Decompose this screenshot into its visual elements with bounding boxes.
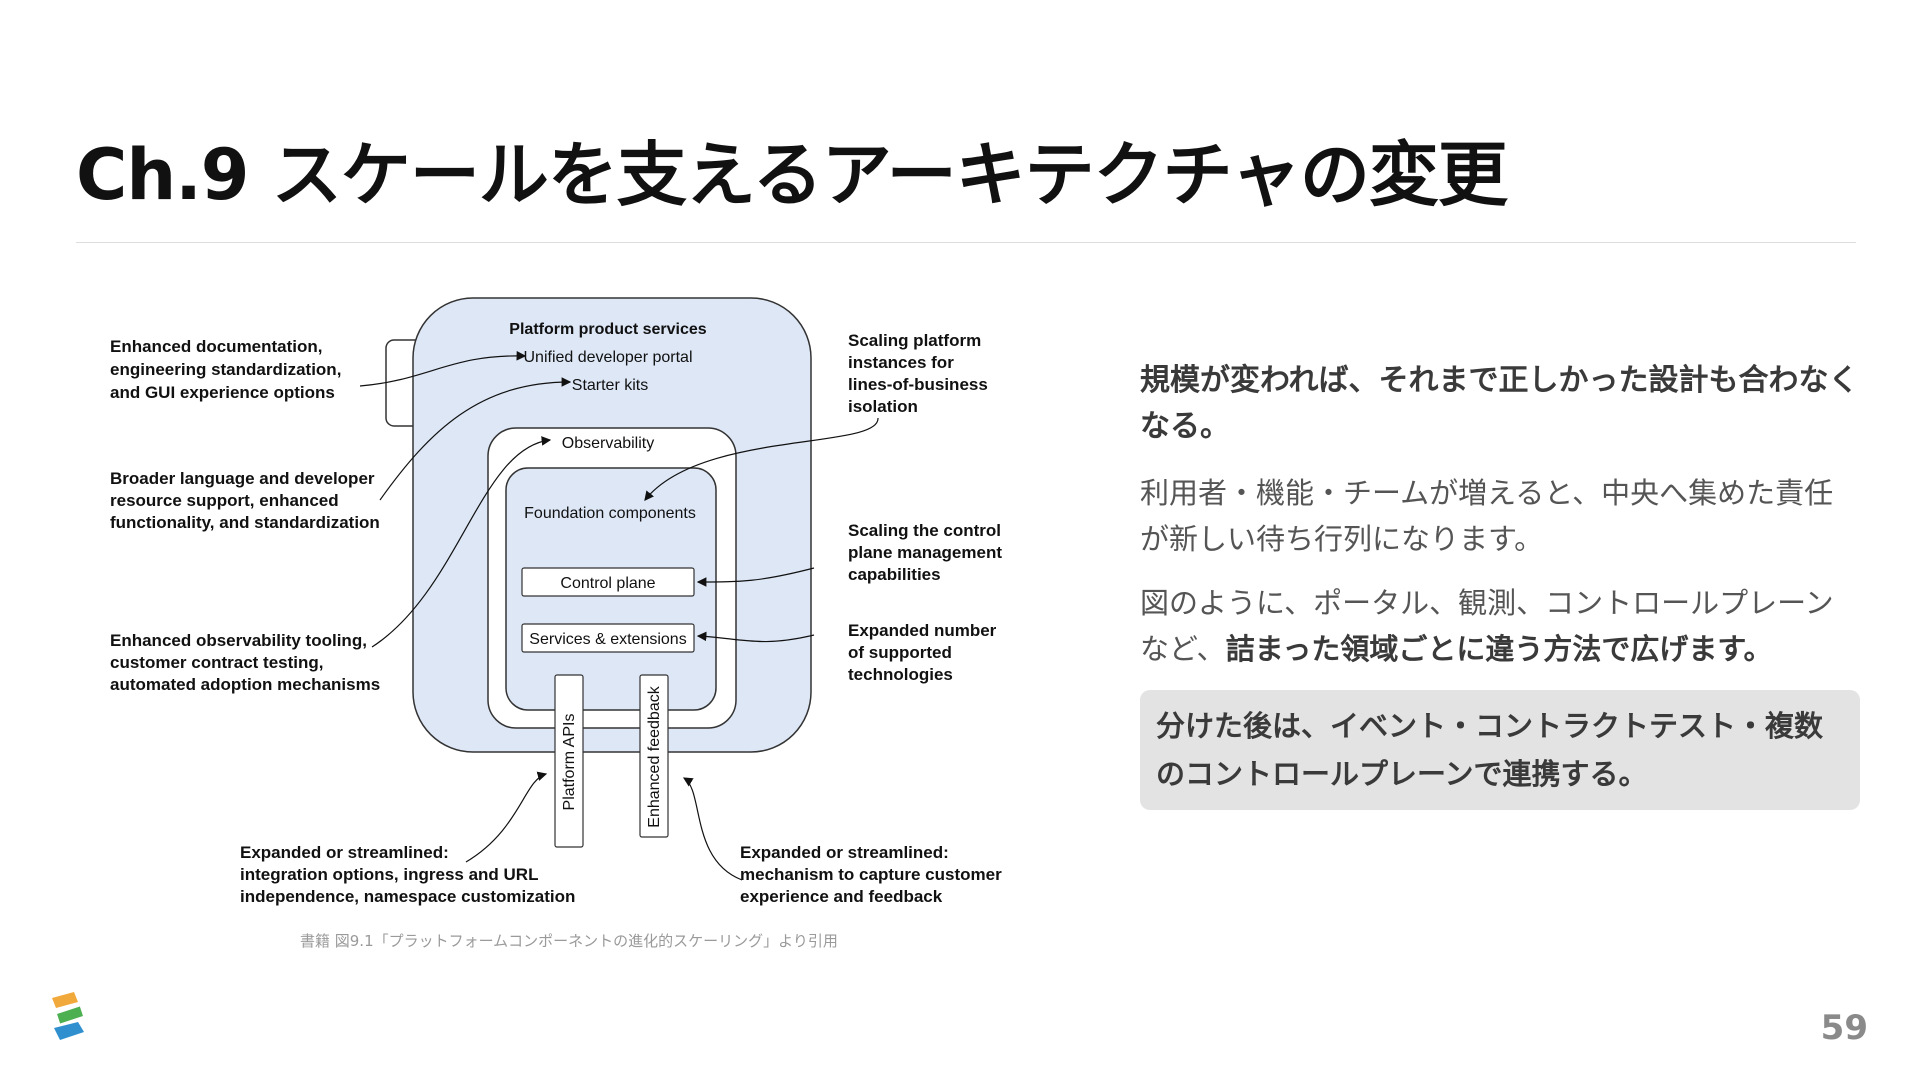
arrow-to-apis bbox=[465, 771, 548, 863]
arrow-to-starter bbox=[379, 377, 572, 501]
enhanced-feedback-label: Enhanced feedback bbox=[646, 685, 663, 827]
services-extensions-label: Services & extensions bbox=[529, 631, 686, 648]
annotation-scaling-control-plane: Scaling the control plane management cap… bbox=[848, 521, 1007, 584]
control-plane-label: Control plane bbox=[560, 575, 655, 592]
starter-kits-label: Starter kits bbox=[572, 377, 648, 394]
arrow-to-control-plane bbox=[696, 567, 815, 587]
annotation-broader-language: Broader language and developer resource … bbox=[110, 469, 380, 532]
lead-statement: 規模が変われば、それまで正しかった設計も合わなくなる。 bbox=[1140, 363, 1859, 444]
platform-apis-box bbox=[554, 674, 584, 848]
body-paragraph-2: 図のように、ポータル、観測、コントロールプレーンなど、詰まった領域ごとに違う方法… bbox=[1140, 580, 1860, 672]
annotation-expanded-feedback: Expanded or streamlined: mechanism to ca… bbox=[740, 843, 1006, 906]
foundation-components-label: Foundation components bbox=[524, 505, 696, 522]
annotation-expanded-technologies: Expanded number of supported technologie… bbox=[848, 621, 1001, 684]
annotation-scaling-instances: Scaling platform instances for lines-of-… bbox=[848, 331, 993, 416]
platform-product-services-label: Platform product services bbox=[509, 321, 707, 338]
arrow-to-feedback bbox=[682, 777, 743, 881]
arrow-to-foundation bbox=[644, 417, 879, 501]
annotation-enhanced-observability: Enhanced observability tooling, customer… bbox=[110, 631, 380, 694]
arrow-to-observability bbox=[371, 436, 552, 648]
page-number: 59 bbox=[1820, 1008, 1868, 1048]
arrow-to-services bbox=[696, 631, 815, 643]
arrow-to-portal bbox=[359, 350, 527, 387]
slide-title: Ch.9 スケールを支えるアーキテクチャの変更 bbox=[76, 134, 1508, 216]
body-paragraph-2-plain: 図のように、ポータル、観測、コントロールプレーンなど、 bbox=[1140, 586, 1834, 666]
figure-caption: 書籍 図9.1「プラットフォームコンポーネントの進化的スケーリング」より引用 bbox=[300, 932, 838, 950]
control-plane-box bbox=[521, 567, 695, 597]
callout-box: 分けた後は、イベント・コントラクトテスト・複数のコントロールプレーンで連携する。 bbox=[1140, 690, 1860, 810]
title-divider bbox=[76, 242, 1856, 243]
annotation-expanded-integration: Expanded or streamlined: integration opt… bbox=[240, 843, 575, 906]
annotation-enhanced-documentation: Enhanced documentation, engineering stan… bbox=[110, 337, 346, 402]
services-extensions-box bbox=[521, 623, 695, 653]
body-paragraph-2-emphasis: 詰まった領域ごとに違う方法で広げます。 bbox=[1225, 632, 1773, 666]
enhanced-feedback-box bbox=[639, 674, 669, 838]
body-paragraph-1: 利用者・機能・チームが増えると、中央へ集めた責任が新しい待ち行列になります。 bbox=[1140, 476, 1834, 556]
platform-apis-label: Platform APIs bbox=[561, 714, 578, 811]
unified-portal-label: Unified developer portal bbox=[524, 349, 693, 366]
brand-logo-icon bbox=[52, 992, 84, 1040]
annotation-arrows bbox=[359, 350, 879, 881]
platform-scaling-diagram: Platform product services Unified develo… bbox=[110, 297, 1007, 906]
right-column: 規模が変われば、それまで正しかった設計も合わなくなる。 利用者・機能・チームが増… bbox=[1140, 358, 1860, 810]
observability-label: Observability bbox=[562, 435, 654, 452]
